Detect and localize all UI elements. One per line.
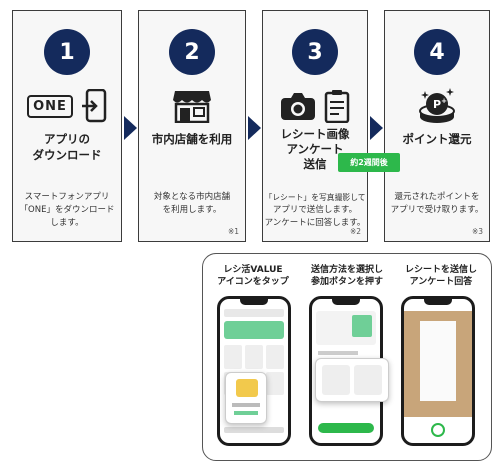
value-icon [236,379,258,397]
send-method-popup[interactable] [315,358,389,402]
footnote-mark: ※3 [471,227,483,236]
panel-caption: 送信方法を選択し 参加ボタンを押す [301,264,393,288]
desc-line: 「レシート」を写真撮影して [264,193,366,202]
step-title: ポイント還元 [385,131,489,147]
desc-line: します。 [50,218,84,228]
svg-text:P: P [433,98,441,111]
app-list-bar [224,427,284,433]
step-number: 1 [44,29,90,75]
caption-line: アンケート回答 [409,277,473,287]
step-title: レシート画像 アンケート 送信 [263,127,367,172]
caption-line: レシ活VALUE [223,265,283,275]
caption-line: レシートを送信し [404,265,477,275]
title-line: 市内店舗を利用 [151,132,233,146]
popup-line [232,403,260,407]
app-header-bar [224,309,284,317]
camera-receipt-icon [263,87,367,125]
desc-line: スマートフォンアプリ [24,192,110,202]
svg-text:+: + [441,97,447,105]
step-description: 対象となる市内店舗 を利用します。 [139,191,245,217]
arrow-icon [370,116,383,140]
app-banner [224,321,284,339]
text-line [318,351,358,355]
receipt-icon [324,90,350,123]
desc-line: を利用します。 [162,205,222,215]
phone-notch [332,299,360,305]
title-line: ダウンロード [32,148,102,162]
step-title: アプリの ダウンロード [13,131,121,163]
one-logo-icon: ONE [27,94,73,118]
title-line: ポイント還元 [402,132,472,146]
camera-icon [281,93,315,120]
step-description: スマートフォンアプリ 「ONE」をダウンロード します。 [13,191,121,230]
step-number: 4 [414,29,460,75]
desc-line: アプリで送信します。 [272,205,358,215]
method-option-photo[interactable] [354,365,382,395]
value-icon-popup[interactable] [225,372,267,424]
join-button[interactable] [318,423,374,433]
title-line: アンケート [286,142,344,156]
step-1-card: 1 ONE アプリの ダウンロード スマートフォンアプリ 「ONE」をダウンロー… [12,10,122,242]
caption-line: 参加ボタンを押す [310,277,383,287]
footnote-mark: ※2 [349,227,361,236]
step-4-card: 4 P + ポイント還元 還元されたポイントを アプリで受け取ります。 ※3 [384,10,490,242]
arrow-icon [248,116,261,140]
step-title: 市内店舗を利用 [139,131,245,147]
campaign-image [352,315,372,337]
desc-line: 対象となる市内店舗 [153,192,231,202]
popup-line [234,411,258,415]
panel-caption: レシ活VALUE アイコンをタップ [207,264,299,288]
step-description: 還元されたポイントを アプリで受け取ります。 [385,191,489,217]
download-app-icon: ONE [13,87,121,125]
panel-caption: レシートを送信し アンケート回答 [395,264,487,288]
method-option-receipt[interactable] [322,365,350,395]
step-2-card: 2 市内店舗を利用 対象となる市内店舗 を利用します。 ※1 [138,10,246,242]
phone-notch [240,299,268,305]
point-coin-icon: P + [385,87,489,125]
step-description: 「レシート」を写真撮影して アプリで送信します。 アンケートに回答します。 [263,191,367,230]
phone-screenshot-receipt-camera [401,296,475,446]
step-3-card: 3 レシート画像 アンケート 送信 「レシート」を写真撮影して アプリで送信しま… [262,10,368,242]
two-weeks-badge: 約2週間後 [338,153,400,172]
desc-line: 「ONE」をダウンロード [19,205,115,215]
step-number: 3 [292,29,338,75]
phone-download-icon [81,89,107,123]
app-steps-panel: レシ活VALUE アイコンをタップ 送信方法を選択し 参加ボタンを押す レシート… [202,253,492,461]
footnote-mark: ※1 [227,227,239,236]
desc-line: アンケートに回答します。 [264,218,366,228]
caption-line: 送信方法を選択し [310,265,383,275]
desc-line: アプリで受け取ります。 [390,205,484,215]
title-line: レシート画像 [280,127,350,141]
desc-line: 還元されたポイントを [394,192,480,202]
step-number: 2 [169,29,215,75]
arrow-icon [124,116,137,140]
receipt-paper [420,321,456,401]
shutter-button[interactable] [431,423,445,437]
caption-line: アイコンをタップ [217,277,289,287]
storefront-icon [139,87,245,125]
title-line: アプリの [44,132,90,146]
title-line: 送信 [303,157,327,171]
phone-notch [424,299,452,305]
